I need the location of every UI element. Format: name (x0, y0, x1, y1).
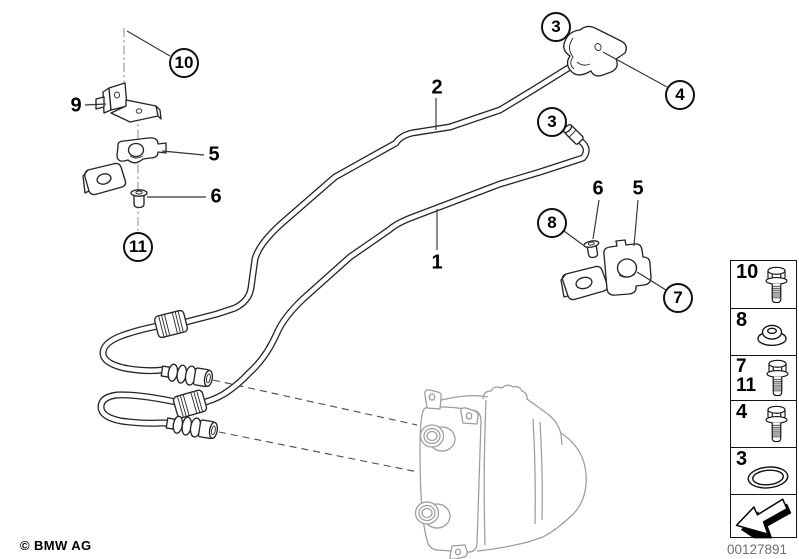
hose-connector-lower (165, 415, 219, 440)
hex-bolt-icon (761, 265, 792, 306)
pipe-end-fitting (563, 124, 584, 145)
legend-row-8[interactable]: 8 (730, 308, 797, 356)
grommet-left (130, 189, 148, 209)
grommet-icon (751, 320, 793, 349)
label-2[interactable]: 2 (431, 76, 443, 99)
o-ring-icon (744, 464, 792, 491)
callout-3-upper[interactable]: 3 (541, 12, 571, 42)
pipe-clamp-right (560, 239, 652, 301)
crimp-sleeve-lower (172, 389, 208, 419)
legend-ref: 10 (736, 261, 759, 283)
hose-connector-upper (160, 363, 214, 388)
callout-8[interactable]: 8 (537, 208, 567, 238)
cooler-port-lower (414, 501, 451, 529)
legend-ref: 7 11 (736, 356, 757, 396)
callout-11[interactable]: 11 (123, 232, 153, 262)
callout-7[interactable]: 7 (663, 283, 693, 313)
copyright-text: © BMW AG (20, 538, 92, 553)
oil-cooler (414, 384, 587, 559)
diagram-number: 00127891 (727, 542, 788, 557)
grommet-right (583, 240, 600, 259)
cooler-port-upper (419, 424, 456, 452)
label-6-left[interactable]: 6 (210, 185, 222, 208)
label-9[interactable]: 9 (70, 94, 82, 117)
hex-bolt-icon (762, 358, 793, 399)
crimp-sleeve-upper (153, 309, 189, 339)
holder-bracket (95, 82, 162, 123)
pipe-end-bracket (563, 25, 627, 77)
leader-lines (84, 30, 668, 291)
legend-ref: 3 (736, 448, 748, 470)
legend-row-4[interactable]: 4 (730, 400, 797, 448)
legend-row-10[interactable]: 10 (730, 260, 797, 309)
oil-pipe-1 (97, 134, 590, 427)
callout-3-lower[interactable]: 3 (537, 107, 567, 137)
label-5-right[interactable]: 5 (632, 177, 644, 200)
legend-row-arrow[interactable] (730, 494, 797, 538)
label-6-right[interactable]: 6 (592, 177, 604, 200)
hex-bolt-icon (761, 404, 792, 445)
pipe-clamp-left (82, 137, 167, 196)
callout-10[interactable]: 10 (169, 48, 199, 78)
label-1[interactable]: 1 (431, 251, 443, 274)
label-5-left[interactable]: 5 (208, 143, 220, 166)
legend-ref: 4 (736, 401, 748, 423)
connection-leader-lines (212, 379, 419, 473)
legend-row-3[interactable]: 3 (730, 447, 797, 495)
legend-row-7-11[interactable]: 7 11 (730, 355, 797, 401)
direction-arrow-icon (733, 492, 794, 543)
center-line (123, 28, 139, 231)
callout-4[interactable]: 4 (665, 80, 695, 110)
legend-ref: 8 (736, 309, 748, 331)
